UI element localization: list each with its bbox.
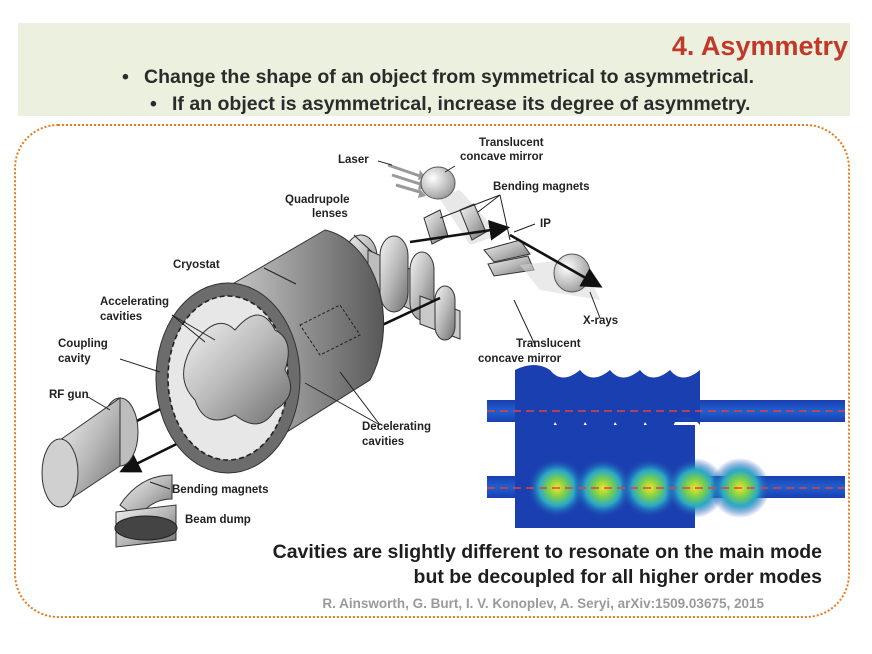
- label-translucent-top-1: Translucent: [479, 137, 544, 149]
- label-rf-gun: RF gun: [49, 389, 89, 401]
- caption: Cavities are slightly different to reson…: [273, 540, 822, 591]
- label-quadrupole-1: Quadrupole: [285, 194, 350, 206]
- label-pointers: [87, 160, 601, 490]
- label-decelerating-1: Decelerating: [362, 421, 431, 433]
- label-bending-magnets-top: Bending magnets: [493, 181, 589, 193]
- diagram-labels: Laser Translucent concave mirror Bending…: [49, 137, 618, 526]
- bullet-text: Change the shape of an object from symme…: [144, 66, 755, 88]
- label-translucent-bottom-2: concave mirror: [478, 353, 562, 365]
- cryostat: [155, 229, 385, 474]
- label-decelerating-2: cavities: [362, 436, 404, 448]
- slide-title: 4. Asymmetry: [671, 31, 848, 61]
- label-xrays: X-rays: [583, 315, 618, 327]
- label-cryostat: Cryostat: [173, 259, 220, 271]
- label-quadrupole-2: lenses: [312, 208, 348, 220]
- cavity-field-map: [487, 365, 845, 528]
- caption-line-2: but be decoupled for all higher order mo…: [413, 566, 822, 589]
- bullet-text: If an object is asymmetrical, increase i…: [172, 93, 751, 115]
- label-coupling-2: cavity: [58, 353, 91, 365]
- label-translucent-bottom-1: Translucent: [516, 338, 581, 350]
- bullet-item: • Change the shape of an object from symm…: [122, 66, 754, 89]
- beam-dump: [114, 504, 178, 548]
- bullet-marker: •: [122, 66, 129, 88]
- label-translucent-top-2: concave mirror: [460, 151, 544, 163]
- label-accelerating-2: cavities: [100, 311, 142, 323]
- header-band: [18, 23, 850, 116]
- label-laser: Laser: [338, 154, 369, 166]
- translucent-mirror-top: [420, 166, 456, 200]
- bullet-item: • If an object is asymmetrical, increase …: [150, 93, 750, 116]
- citation: R. Ainsworth, G. Burt, I. V. Konoplev, A…: [322, 596, 764, 611]
- label-ip: IP: [540, 218, 551, 230]
- rf-gun: [41, 397, 139, 508]
- content-frame: [14, 124, 850, 618]
- caption-line-1: Cavities are slightly different to reson…: [272, 541, 822, 563]
- label-coupling-1: Coupling: [58, 338, 108, 350]
- translucent-mirror-bottom: [553, 253, 591, 293]
- label-beam-dump: Beam dump: [185, 514, 251, 526]
- label-accelerating-1: Accelerating: [100, 296, 169, 308]
- label-bending-magnets-bottom: Bending magnets: [172, 484, 268, 496]
- bullet-marker: •: [150, 93, 157, 115]
